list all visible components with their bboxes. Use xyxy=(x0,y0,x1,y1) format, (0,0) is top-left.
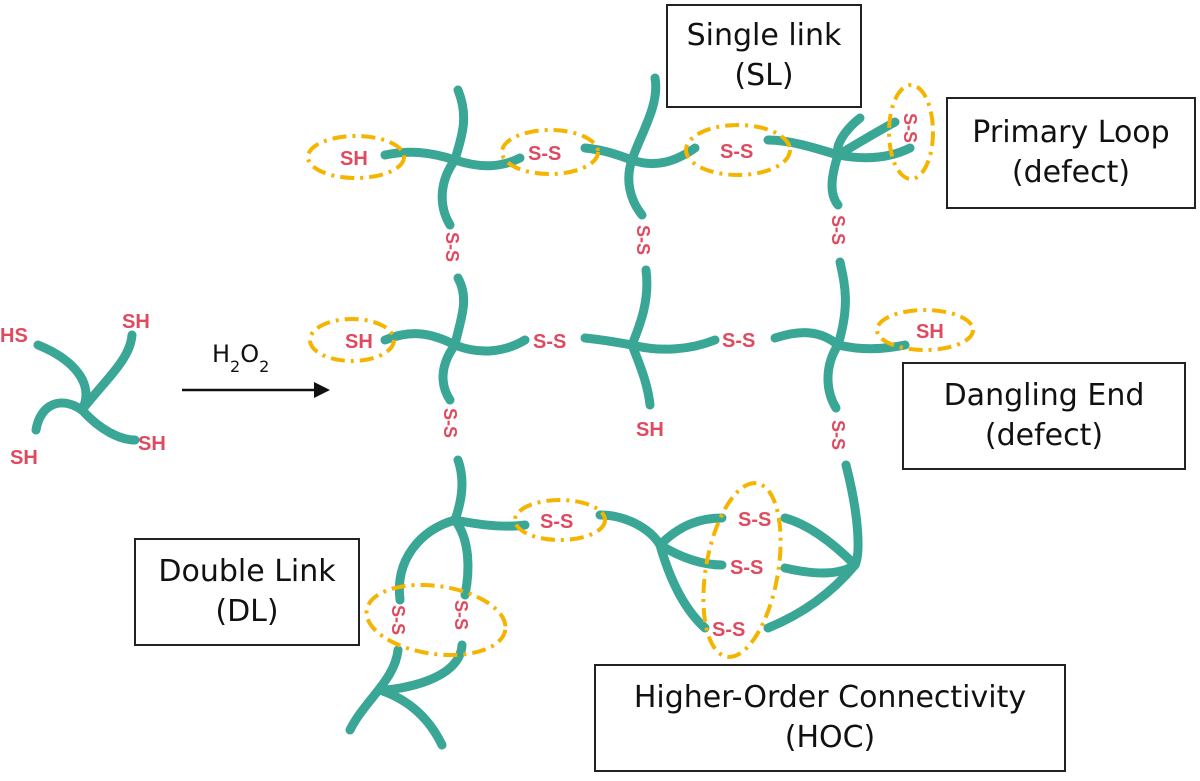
monomer-arm xyxy=(31,398,87,435)
ss-label: S-S xyxy=(900,113,920,143)
strand xyxy=(450,273,469,350)
strand xyxy=(833,257,850,350)
arrow-head xyxy=(314,382,330,398)
sh-label: SH xyxy=(916,321,944,343)
ss-label: S-S xyxy=(720,141,753,163)
primary-loop-label: Primary Loop (defect) xyxy=(946,97,1196,209)
ss-label: S-S xyxy=(451,600,471,630)
strand xyxy=(627,143,700,169)
monomer-arm xyxy=(77,330,137,415)
strand xyxy=(450,153,525,171)
double-link-label: Double Link (DL) xyxy=(134,538,360,646)
ss-label: S-S xyxy=(388,605,408,635)
strand xyxy=(763,560,860,633)
highlight-rings xyxy=(306,83,975,659)
ss-label: S-S xyxy=(722,330,755,352)
single-link-label: Single link (SL) xyxy=(666,4,862,108)
ss-label: S-S xyxy=(442,232,462,262)
strand xyxy=(450,455,467,525)
sh-label: SH xyxy=(345,331,373,353)
ring-higher-order xyxy=(701,481,783,659)
ss-label: S-S xyxy=(533,331,566,353)
strand xyxy=(627,73,661,165)
strand xyxy=(833,340,910,354)
strand xyxy=(841,460,863,570)
polymer-network xyxy=(345,73,915,750)
double-link-line2: (DL) xyxy=(215,594,279,629)
single-link-line1: Single link xyxy=(686,18,842,53)
strand xyxy=(627,265,652,350)
ring-sh-dangling xyxy=(306,134,406,180)
ss-label: S-S xyxy=(828,215,848,245)
higher-order-line2: (HOC) xyxy=(784,720,876,755)
ring-primary-loop xyxy=(887,83,935,181)
strand xyxy=(655,540,727,570)
strand xyxy=(437,155,460,230)
monomer-sh-label: HS xyxy=(0,325,28,347)
ss-label: S-S xyxy=(828,420,848,450)
dangling-end-line2: (defect) xyxy=(984,418,1104,453)
single-link-line2: (SL) xyxy=(734,58,794,93)
strand xyxy=(450,85,469,165)
dangling-end-label: Dangling End (defect) xyxy=(902,362,1186,470)
ss-label: S-S xyxy=(528,143,561,165)
strand xyxy=(394,515,460,605)
ring-ss xyxy=(500,128,600,176)
ring-sh-dangling xyxy=(308,317,396,363)
double-link-line1: Double Link xyxy=(158,554,336,589)
reaction-arrow: H2O2 xyxy=(182,340,330,398)
ss-label: S-S xyxy=(540,511,573,533)
strand xyxy=(823,340,843,413)
strand xyxy=(627,335,720,354)
ring-ss xyxy=(513,498,607,542)
strand xyxy=(770,328,843,350)
monomer-arm xyxy=(77,405,140,445)
strand xyxy=(827,150,843,210)
primary-loop-line1: Primary Loop xyxy=(972,115,1170,150)
strand xyxy=(450,515,473,600)
strand xyxy=(580,143,637,165)
ss-label: S-S xyxy=(712,619,745,641)
sh-label: SH xyxy=(340,148,368,170)
ring-dangling-end xyxy=(875,308,975,352)
strand xyxy=(580,333,637,350)
chem-group-labels: SH S-S S-S S-S S-S S-S S-S SH S-S S-S SH… xyxy=(340,113,944,641)
strand xyxy=(450,335,530,356)
strand xyxy=(595,510,665,550)
strand xyxy=(380,147,460,165)
tetra-thiol-monomer: HS SH SH SH xyxy=(0,311,166,469)
strand xyxy=(380,329,460,350)
strand xyxy=(763,135,843,160)
monomer-sh-label: SH xyxy=(10,447,38,469)
strand xyxy=(375,685,447,750)
monomer-sh-label: SH xyxy=(138,433,166,455)
sh-label: SH xyxy=(636,419,664,441)
ss-label: S-S xyxy=(440,408,460,438)
strand xyxy=(624,155,647,220)
ring-double-link xyxy=(364,582,508,658)
strand xyxy=(438,340,460,405)
monomer-sh-label: SH xyxy=(122,311,150,333)
dangling-end-line1: Dangling End xyxy=(943,378,1145,413)
higher-order-line1: Higher-Order Connectivity xyxy=(633,680,1027,715)
strand xyxy=(627,340,655,410)
ss-label: S-S xyxy=(730,557,763,579)
strand xyxy=(780,513,860,570)
reagent-label: H2O2 xyxy=(212,340,269,376)
primary-loop-line2: (defect) xyxy=(1011,155,1131,190)
ss-label: S-S xyxy=(633,225,653,255)
ring-ss-single-link xyxy=(684,123,792,177)
ss-label: S-S xyxy=(738,509,771,531)
strand xyxy=(655,513,727,550)
strand xyxy=(655,540,710,633)
higher-order-label: Higher-Order Connectivity (HOC) xyxy=(594,664,1066,772)
strand xyxy=(833,143,915,163)
